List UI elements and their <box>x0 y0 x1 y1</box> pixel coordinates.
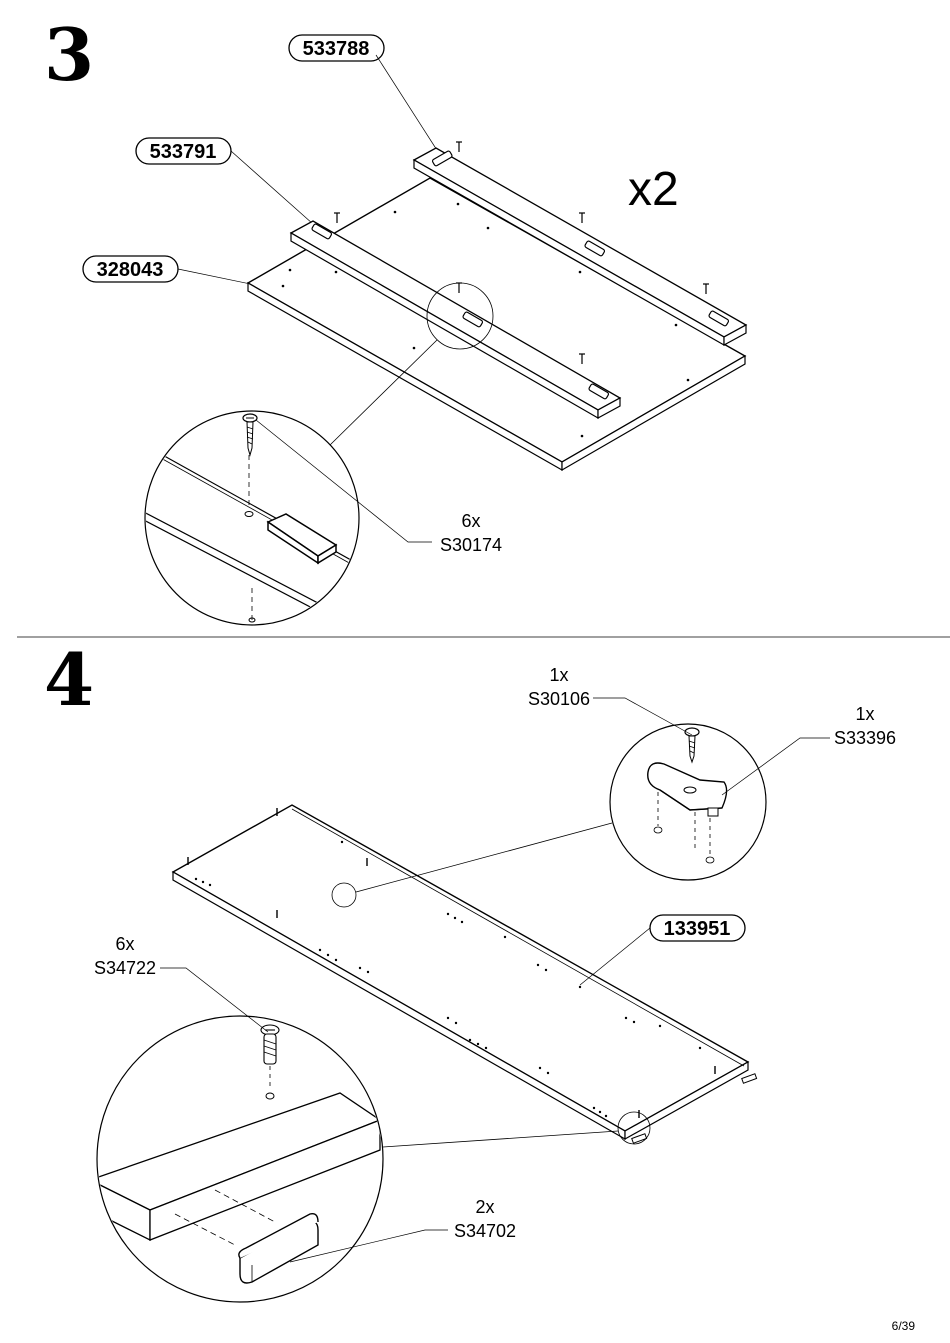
end-cap-marker <box>631 1073 758 1144</box>
leader-s34702 <box>289 1229 448 1263</box>
hardware-code-s34722: S34722 <box>94 958 156 978</box>
page-number: 6/39 <box>892 1319 916 1333</box>
callout-connector-endcap <box>382 1130 619 1148</box>
hardware-qty-s34722: 6x <box>115 934 134 954</box>
bracket-s33396-icon <box>647 762 728 817</box>
hardware-code-s33396: S33396 <box>834 728 896 748</box>
hardware-qty-s30174: 6x <box>461 511 480 531</box>
quantity-multiplier: x2 <box>628 163 679 216</box>
part-label-328043: 328043 <box>82 255 179 283</box>
hardware-qty-s33396: 1x <box>855 704 874 724</box>
screw-s30106-icon <box>684 727 700 764</box>
callout-connector <box>329 339 438 446</box>
screw-markers-step3 <box>334 141 709 364</box>
leader-s30174 <box>255 419 432 543</box>
leader-s30106 <box>593 697 693 736</box>
part-label-533791: 533791 <box>135 137 232 165</box>
hardware-code-s30106: S30106 <box>528 689 590 709</box>
svg-text:533791: 533791 <box>150 141 217 163</box>
screw-markers-step4 <box>187 808 716 1118</box>
screw-s30174-icon <box>242 413 258 457</box>
rail-533788 <box>412 147 748 347</box>
step-3-number: 3 <box>44 12 94 97</box>
callout-circle-small <box>426 282 494 350</box>
svg-text:533788: 533788 <box>303 38 370 60</box>
dowel-s34722-icon <box>260 1024 280 1100</box>
svg-text:133951: 133951 <box>664 918 731 940</box>
part-label-533788: 533788 <box>288 34 385 62</box>
hardware-qty-s34702: 2x <box>475 1197 494 1217</box>
hardware-code-s34702: S34702 <box>454 1221 516 1241</box>
rail-533791 <box>289 220 622 420</box>
step-4-number: 4 <box>44 637 94 722</box>
panel-133951 <box>171 804 750 1141</box>
hardware-code-s30174: S30174 <box>440 535 502 555</box>
detail-view-step3 <box>144 410 360 626</box>
leader-s33396 <box>721 737 830 796</box>
end-cap-s34702-icon <box>238 1212 319 1284</box>
part-label-133951: 133951 <box>649 914 746 942</box>
detail-view-bracket <box>609 723 767 881</box>
leader-s34722 <box>160 967 269 1033</box>
callout-circle-bracket <box>331 882 357 908</box>
detail-view-endcap <box>96 1015 384 1303</box>
svg-text:328043: 328043 <box>97 259 164 281</box>
panel-328043 <box>246 177 747 472</box>
leader-133951 <box>579 927 651 986</box>
hardware-qty-s30106: 1x <box>549 665 568 685</box>
callout-connector-bracket <box>355 822 613 893</box>
callout-circle-endcap <box>617 1111 651 1145</box>
